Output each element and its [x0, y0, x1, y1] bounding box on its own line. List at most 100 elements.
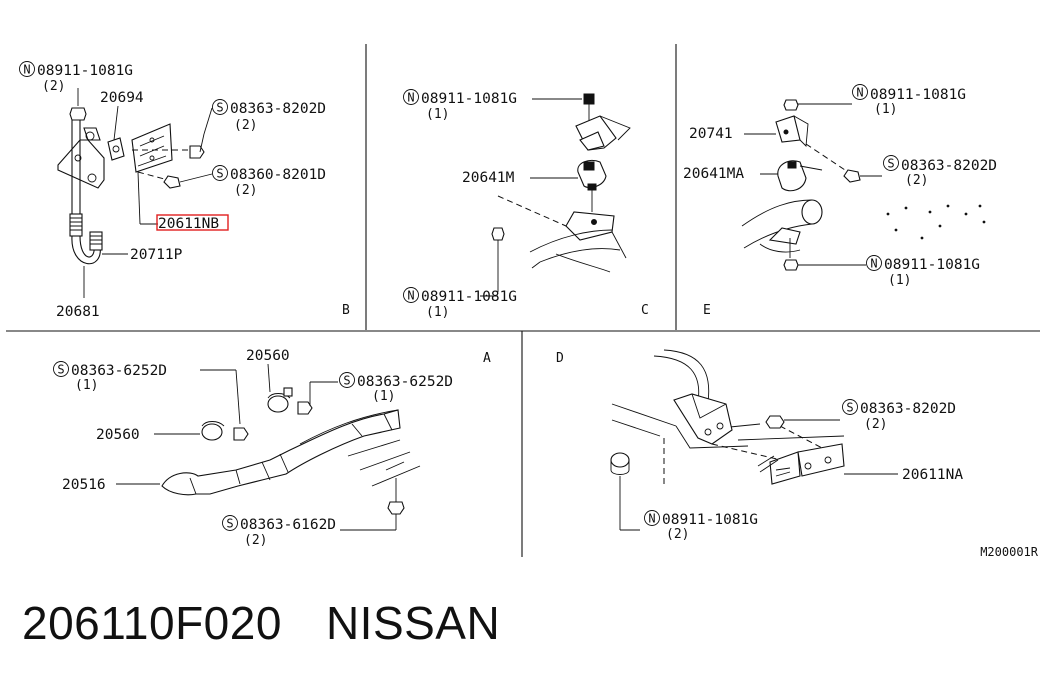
- b-screw-bottom-callout[interactable]: S 08360-8201D (2): [179, 165, 326, 199]
- c-dash-line: [497, 195, 567, 227]
- section-a: A S 08363-6252D (1) 20560 S 08363-6252D …: [53, 348, 491, 548]
- part-number: 206110F020: [22, 597, 282, 649]
- section-d: D: [556, 349, 1039, 559]
- e-nut-top-callout[interactable]: N 08911-1081G (1): [798, 84, 966, 118]
- c-nut-top-callout[interactable]: N 08911-1081G (1): [403, 89, 583, 123]
- c-nut-bottom-callout[interactable]: N 08911-1081G (1): [403, 240, 518, 320]
- b-label-20694[interactable]: 20694: [100, 90, 144, 106]
- b-nut-qty: (2): [42, 79, 65, 94]
- e-screw-part: [843, 169, 861, 183]
- b-screw-bottom-code: 08360-8201D: [230, 167, 326, 183]
- e-screw-prefix: S: [887, 157, 894, 171]
- d-dash-top: [779, 425, 827, 451]
- a-exhaust-pipe: [161, 409, 421, 496]
- e-nut-bottom-prefix: N: [870, 257, 877, 271]
- b-label-20711p: 20711P: [130, 247, 183, 263]
- d-bracket-20611na: [757, 443, 845, 485]
- b-screw-top-part: [132, 133, 205, 159]
- b-pipe: [69, 120, 103, 265]
- b-screw-top-code: 08363-8202D: [230, 101, 326, 117]
- a-clamp-left: [201, 421, 249, 441]
- e-nut-bottom-part: [783, 259, 799, 271]
- d-screw-code: 08363-8202D: [860, 401, 956, 417]
- e-dash-line: [805, 143, 849, 173]
- b-bracket: [57, 123, 173, 189]
- c-nut-bottom-part: [491, 227, 505, 241]
- a-screw-right-qty: (1): [372, 389, 395, 404]
- c-nut-top-qty: (1): [426, 107, 449, 122]
- c-20641m-callout[interactable]: 20641M: [462, 170, 578, 186]
- a-screw-bottom-code: 08363-6162D: [240, 517, 336, 533]
- e-label-20741: 20741: [689, 126, 733, 142]
- c-bracket: [529, 115, 631, 273]
- b-screw-bottom-qty: (2): [234, 183, 257, 198]
- a-20516-callout[interactable]: 20516: [62, 477, 160, 493]
- a-screw-right-code: 08363-6252D: [357, 374, 453, 390]
- c-nut-bottom-prefix: N: [407, 289, 414, 303]
- a-screw-right-callout[interactable]: S 08363-6252D (1): [297, 372, 453, 415]
- e-speckle: [886, 204, 986, 240]
- e-20741-callout[interactable]: 20741: [689, 126, 776, 142]
- e-label-20641ma: 20641MA: [683, 166, 744, 182]
- b-20681-callout[interactable]: 20681: [56, 266, 100, 320]
- e-nut-top-qty: (1): [874, 102, 897, 117]
- section-a-letter: A: [483, 351, 491, 366]
- d-screw-qty: (2): [864, 417, 887, 432]
- b-highlight-label: 20611NB: [158, 216, 219, 232]
- c-nut-bottom-code: 08911-1081G: [421, 289, 517, 305]
- d-nut-prefix: N: [648, 512, 655, 526]
- section-c: N 08911-1081G (1) 20641M: [403, 89, 649, 320]
- e-20641ma-callout[interactable]: 20641MA: [683, 166, 778, 182]
- a-label-20516: 20516: [62, 477, 106, 493]
- c-nut-bottom-qty: (1): [426, 305, 449, 320]
- b-highlight-callout[interactable]: 20611NB: [137, 171, 229, 232]
- b-20711p-callout[interactable]: 20711P: [102, 247, 183, 263]
- a-20560-top-callout[interactable]: 20560: [246, 348, 290, 393]
- brand-name: NISSAN: [325, 597, 501, 649]
- b-nut-part: [69, 107, 87, 121]
- d-screw-prefix: S: [846, 401, 853, 415]
- d-nut-qty: (2): [666, 527, 689, 542]
- d-nut-callout[interactable]: N 08911-1081G (2): [619, 476, 758, 542]
- a-screw-left-callout[interactable]: S 08363-6252D (1): [53, 361, 241, 425]
- section-b: N 08911-1081G (2) 20694: [19, 61, 350, 320]
- a-screw-left-prefix: S: [57, 363, 64, 377]
- d-frame: [611, 349, 845, 449]
- e-nut-top-prefix: N: [856, 86, 863, 100]
- b-screw-bottom-part: [137, 171, 181, 189]
- d-dash-mid: [711, 443, 791, 463]
- d-nut-part: [610, 452, 630, 475]
- b-nut-callout[interactable]: N 08911-1081G (2): [19, 61, 134, 95]
- section-d-letter: D: [556, 351, 564, 366]
- d-screw-callout[interactable]: S 08363-8202D (2): [784, 399, 956, 433]
- e-screw-qty: (2): [905, 173, 928, 188]
- panel-dividers: [6, 44, 1040, 557]
- c-nut-top-code: 08911-1081G: [421, 91, 517, 107]
- a-label-20560-left: 20560: [96, 427, 140, 443]
- parts-diagram: N 08911-1081G (2) 20694: [6, 44, 1040, 559]
- a-clamp-top: [267, 387, 293, 413]
- c-label-20641m: 20641M: [462, 170, 515, 186]
- a-screw-bottom-callout[interactable]: S 08363-6162D (2): [222, 514, 397, 548]
- a-screw-bottom-qty: (2): [244, 533, 267, 548]
- a-20560-left-callout[interactable]: 20560: [96, 427, 200, 443]
- section-e-letter: E: [703, 303, 711, 318]
- b-screw-top-callout[interactable]: S 08363-8202D (2): [203, 99, 326, 135]
- a-label-20560-top: 20560: [246, 348, 290, 364]
- b-nut-code: 08911-1081G: [37, 63, 133, 79]
- d-screw-part: [765, 415, 785, 429]
- e-screw-callout[interactable]: S 08363-8202D (2): [860, 155, 997, 189]
- e-nut-bottom-code: 08911-1081G: [884, 257, 980, 273]
- b-screw-top-qty: (2): [234, 118, 257, 133]
- reference-code: M200001R: [980, 545, 1039, 559]
- section-c-letter: C: [641, 303, 649, 318]
- section-b-letter: B: [342, 303, 350, 318]
- a-screw-right-prefix: S: [343, 374, 350, 388]
- d-20611na-callout[interactable]: 20611NA: [844, 467, 963, 483]
- a-screw-left-code: 08363-6252D: [71, 363, 167, 379]
- e-nut-bottom-qty: (1): [888, 273, 911, 288]
- footer-caption: 206110F020 NISSAN: [22, 596, 500, 650]
- c-nut-top-prefix: N: [407, 91, 414, 105]
- e-nut-bottom-callout[interactable]: N 08911-1081G (1): [798, 255, 980, 289]
- section-e: N 08911-1081G (1) 20741 20641MA: [683, 84, 997, 318]
